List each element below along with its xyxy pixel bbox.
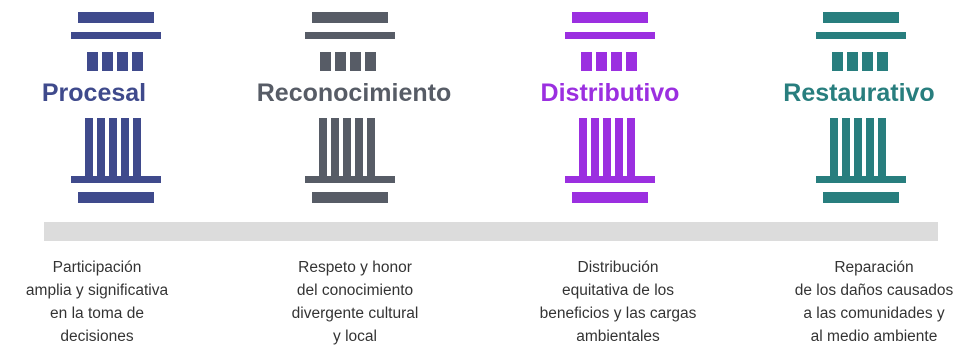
base-bottom-bar xyxy=(572,192,648,203)
capital-top-bar xyxy=(78,12,154,23)
description-reconocimiento: Respeto y honor del conocimiento diverge… xyxy=(255,256,455,348)
capital-blocks xyxy=(832,52,888,71)
pillar-distributivo: Distributivo xyxy=(498,0,738,220)
pillar-procesal: Procesal xyxy=(0,0,236,220)
base-top-bar xyxy=(71,176,161,183)
pillar-title: Reconocimiento xyxy=(256,79,452,107)
pillar-title: Procesal xyxy=(41,79,147,107)
column-shaft xyxy=(319,118,375,176)
pillar-restaurativo: Restaurativo xyxy=(745,0,978,220)
description-line: decisiones xyxy=(60,328,134,345)
description-line: equitativa de los xyxy=(561,282,675,299)
capital-top-bar xyxy=(823,12,899,23)
description-line: al medio ambiente xyxy=(810,328,938,345)
base-bottom-bar xyxy=(823,192,899,203)
base-bottom-bar xyxy=(312,192,388,203)
description-line: Participación xyxy=(52,259,142,276)
capital-blocks xyxy=(87,52,143,71)
description-line: divergente cultural xyxy=(291,305,419,322)
description-line: amplia y significativa xyxy=(25,282,169,299)
capital-top-bar xyxy=(572,12,648,23)
capital-bottom-bar xyxy=(71,32,161,39)
base-bottom-bar xyxy=(78,192,154,203)
base-top-bar xyxy=(565,176,655,183)
description-line: Distribución xyxy=(577,259,659,276)
pillar-reconocimiento: Reconocimiento xyxy=(242,0,482,220)
capital-top-bar xyxy=(312,12,388,23)
description-line: del conocimiento xyxy=(296,282,414,299)
description-line: de los daños causados xyxy=(794,282,954,299)
capital-bottom-bar xyxy=(816,32,906,39)
description-line: a las comunidades y xyxy=(803,305,945,322)
description-line: en la toma de xyxy=(50,305,144,322)
description-line: y local xyxy=(333,328,377,345)
base-top-bar xyxy=(816,176,906,183)
description-line: Reparación xyxy=(834,259,914,276)
description-line: beneficios y las cargas xyxy=(539,305,697,322)
description-distributivo: Distribución equitativa de los beneficio… xyxy=(518,256,718,348)
column-shaft xyxy=(85,118,141,176)
pillar-title: Distributivo xyxy=(540,79,680,107)
description-restaurativo: Reparación de los daños causados a las c… xyxy=(774,256,974,348)
description-procesal: Participación amplia y significativa en … xyxy=(0,256,197,348)
capital-bottom-bar xyxy=(565,32,655,39)
capital-bottom-bar xyxy=(305,32,395,39)
description-line: Respeto y honor xyxy=(298,259,412,276)
column-shaft xyxy=(830,118,886,176)
description-line: ambientales xyxy=(576,328,660,345)
column-shaft xyxy=(579,118,635,176)
capital-blocks xyxy=(320,52,376,71)
base-top-bar xyxy=(305,176,395,183)
capital-blocks xyxy=(581,52,637,71)
pillars-floor xyxy=(44,222,938,241)
pillar-title: Restaurativo xyxy=(783,79,935,107)
